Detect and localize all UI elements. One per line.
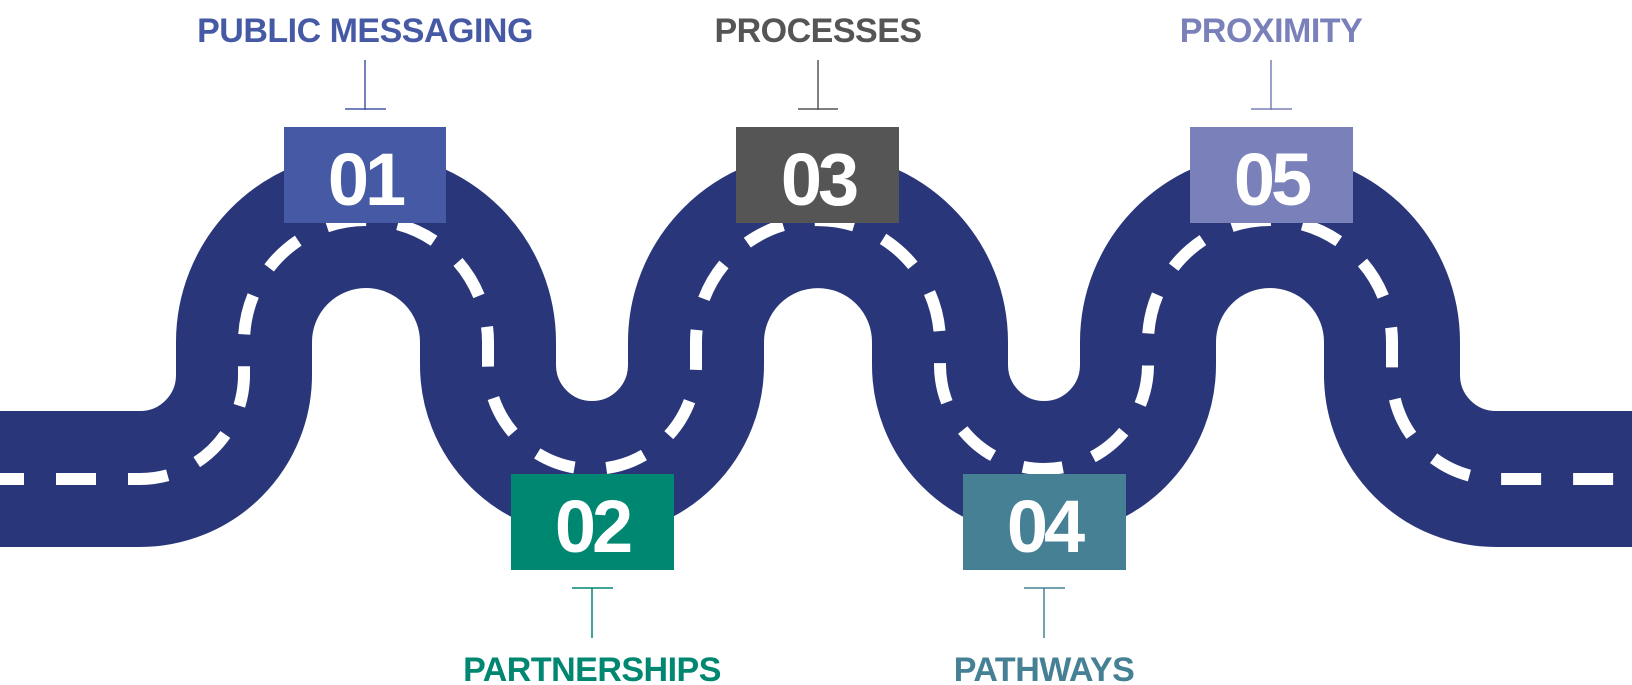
- stage-label: PARTNERSHIPS: [463, 651, 721, 685]
- stage-03: PROCESSES 03: [714, 12, 922, 223]
- stage-label: PUBLIC MESSAGING: [197, 12, 533, 50]
- road: [0, 152, 1632, 547]
- stage-number: 05: [1234, 138, 1311, 221]
- stage-01: PUBLIC MESSAGING 01: [197, 12, 533, 223]
- stage-label: PATHWAYS: [954, 651, 1135, 685]
- stage-number: 03: [781, 138, 857, 221]
- stage-badge: [284, 127, 446, 223]
- stage-number: 01: [328, 138, 405, 221]
- stage-badge: [736, 127, 899, 223]
- stage-02: 02 PARTNERSHIPS: [463, 474, 721, 685]
- stage-badge: [963, 474, 1126, 570]
- stage-04: 04 PATHWAYS: [954, 474, 1135, 685]
- stage-number: 02: [555, 485, 631, 568]
- stage-badge: [1190, 127, 1353, 223]
- stage-number: 04: [1007, 485, 1085, 568]
- stage-05: PROXIMITY 05: [1180, 12, 1364, 223]
- stage-badge: [511, 474, 674, 570]
- stage-label: PROCESSES: [714, 12, 921, 50]
- stage-label: PROXIMITY: [1180, 12, 1363, 50]
